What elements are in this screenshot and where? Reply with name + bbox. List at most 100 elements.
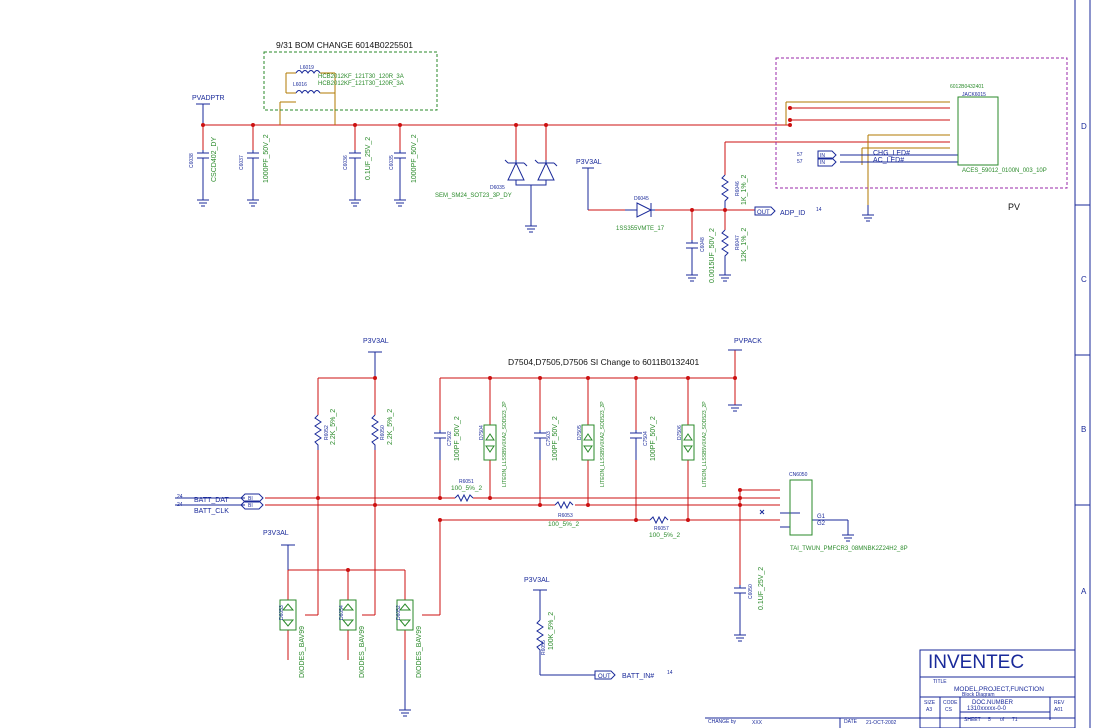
c7502-ref: C7502: [447, 431, 453, 446]
of-value: 71: [1012, 717, 1018, 723]
d6035-ref: D6035: [490, 185, 505, 191]
d6053-value: DIODES_BAV99: [299, 626, 306, 678]
top-capacitors: [197, 150, 698, 255]
bottom-power-markers: [281, 349, 742, 591]
r6052-ref: R6052: [324, 425, 330, 440]
c6038-value: CSCD402_DY: [211, 137, 218, 182]
cn6050-value: TAI_TWUN_PMFCR3_08MNBK2Z24H2_8P: [790, 546, 908, 552]
c6036-value: 0.1UF_25V_2: [365, 137, 372, 180]
r6046-value: 1K_1%_2: [741, 175, 748, 205]
adp-id-out-tag: [754, 206, 776, 216]
pv-label: PV: [1008, 202, 1020, 212]
d7506-value: LITEON_LLSSB5V0XA2_SOD523_2P: [702, 401, 708, 487]
batt-in-out-tag: [594, 670, 616, 680]
batt-in-out-text: OUT: [598, 674, 611, 680]
title-block-frame: [705, 649, 1076, 728]
d6052-value: DIODES_BAV99: [416, 626, 423, 678]
top-red-wires: [202, 107, 950, 240]
c6050-ref: C6050: [748, 584, 754, 599]
d7506-ref: D7506: [677, 425, 683, 440]
r6053-ref: R6053: [558, 513, 573, 519]
sheet-label: SHEET: [964, 717, 981, 723]
r6047-value: 12K_1%_2: [741, 228, 748, 262]
jack-connector-body: [957, 96, 999, 166]
batt-clk-page: 24: [177, 502, 183, 508]
batt-clk-label: BATT_CLK: [194, 508, 229, 515]
c6036-ref: C6036: [343, 155, 349, 170]
si-change-note: D7504,D7505,D7506 SI Change to 6011B0132…: [508, 357, 700, 367]
batt-in-label: BATT_IN#: [622, 673, 654, 680]
docnum-label: DOC.NUMBER: [972, 700, 1014, 706]
p3v3al-label-c: P3V3AL: [524, 577, 550, 584]
chg-led-page: 57: [797, 152, 803, 158]
bottom-capacitors: [434, 430, 746, 600]
jack-ref: JACK6015: [962, 92, 986, 98]
r6055-ref: R6055: [541, 640, 547, 655]
l6016-value: HCB2012KF_121T30_120R_3A: [318, 81, 404, 87]
border-row-c: C: [1081, 275, 1087, 284]
top-orange-wires: [279, 72, 950, 205]
p3v3al-label-b: P3V3AL: [263, 530, 289, 537]
chg-led-label: CHG_LED#: [873, 150, 910, 157]
d6035-value: SEM_SM24_SOT23_3P_DY: [435, 193, 512, 199]
c6048-ref: C6048: [700, 237, 706, 252]
connector-cn6050: [789, 479, 813, 536]
top-junctions: [201, 106, 792, 212]
size-value: A3: [926, 707, 932, 713]
batt-dat-label: BATT_DAT: [194, 497, 229, 504]
d6045-ref: D6045: [634, 196, 649, 202]
adp-id-page: 14: [816, 207, 822, 213]
batt-clk-bi-tag: [240, 500, 264, 510]
l6019-ref: L6019: [300, 65, 314, 71]
r6046-ref: R6046: [735, 181, 741, 196]
border-row-b: B: [1081, 425, 1086, 434]
border-row-a: A: [1081, 587, 1087, 596]
tvs-d6035: [504, 159, 558, 186]
c6050-value: 0.1UF_25V_2: [758, 567, 765, 610]
batt-clk-bi-text: BI: [248, 503, 253, 509]
bom-change-box: [263, 51, 438, 111]
r6051-ref: R6051: [459, 479, 474, 485]
ac-in-tag-text: IN: [820, 160, 825, 166]
tvs-diodes-bottom: [483, 424, 695, 461]
r6057-ref: R6057: [654, 526, 669, 532]
r6053-value: 100_5%_2: [548, 521, 579, 528]
l6016-ref: L6016: [293, 82, 307, 88]
code-label: CODE: [943, 700, 958, 706]
rev-label: REV: [1054, 700, 1065, 706]
changeby-value: XXX: [752, 720, 763, 726]
inductor-l6019: [295, 70, 321, 74]
sheet-value: 5: [988, 717, 991, 723]
jack-value: ACES_59012_0100N_003_10P: [962, 168, 1047, 174]
batt-dat-page: 24: [177, 494, 183, 500]
d6054-ref: D6054: [339, 605, 345, 620]
diode-d6045: [625, 202, 655, 218]
d7505-ref: D7505: [577, 425, 583, 440]
r6050-value: 2.2K_5%_2: [387, 409, 394, 445]
bottom-grounds: [399, 404, 854, 717]
batt-dat-bi-text: BI: [248, 496, 253, 502]
title-subtitle: Block Diagram: [962, 692, 995, 698]
c6035-value: 1000PF_50V_2: [411, 134, 418, 183]
code-value: CS: [945, 707, 953, 713]
border-row-d: D: [1081, 122, 1087, 131]
company-name: INVENTEC: [928, 652, 1024, 673]
adp-id-label: ADP_ID: [780, 210, 805, 217]
d6054-value: DIODES_BAV99: [359, 626, 366, 678]
top-blue-wires: [202, 104, 958, 275]
jack-group-box: [775, 57, 1068, 189]
date-label: DATE: [844, 719, 858, 725]
ac-led-in-tag: [817, 157, 837, 167]
p3v3al-label-a: P3V3AL: [363, 338, 389, 345]
pvadptr-label: PVADPTR: [192, 95, 225, 102]
g2-label: G2: [817, 521, 826, 527]
c6048-value: 0.0015UF_50V_2: [709, 228, 716, 283]
ac-led-page: 57: [797, 159, 803, 165]
bom-change-note: 9/31 BOM CHANGE 6014B0225501: [276, 40, 413, 50]
pvpack-label: PVPACK: [734, 338, 762, 345]
batt-dat-bi-tag: [240, 493, 264, 503]
ac-led-label: AC_LED#: [873, 157, 904, 164]
d6045-value: 1SS355VMTE_17: [616, 226, 665, 232]
sheet-border: [1074, 0, 1091, 728]
changeby-label: CHANGE by: [708, 719, 737, 725]
